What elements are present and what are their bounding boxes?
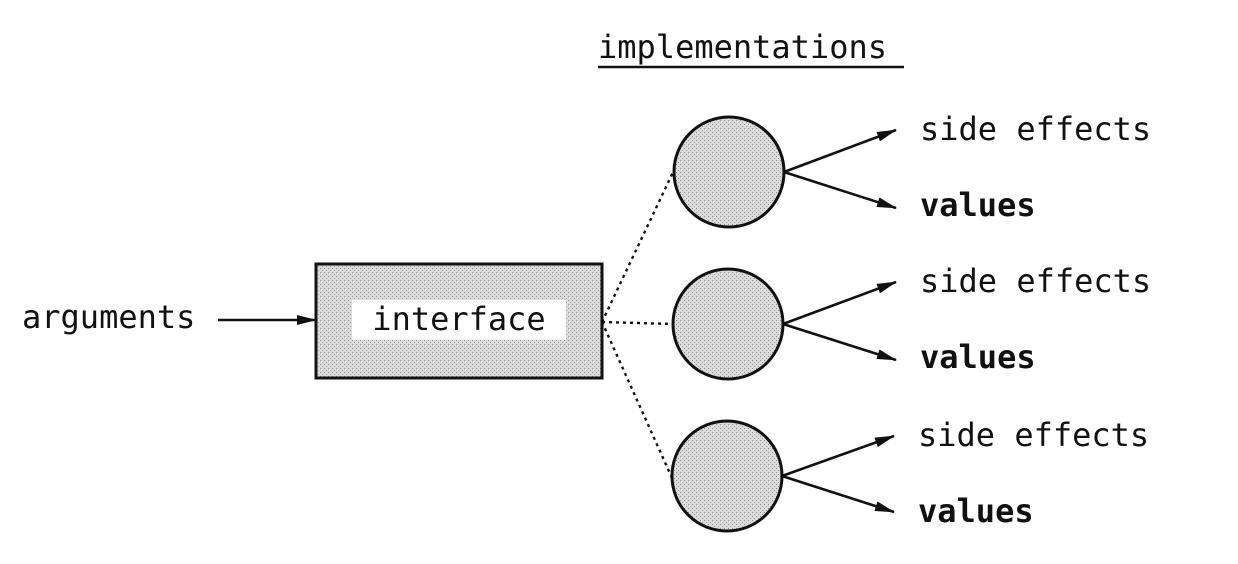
implementation-1-values-label: values <box>920 186 1036 224</box>
implementation-2-side-effects-arrow <box>782 280 897 326</box>
interface-box: interface <box>314 262 604 380</box>
interface-label: interface <box>372 300 545 338</box>
implementation-1-values-arrow <box>783 170 897 210</box>
implementation-3-side-effects-label: side effects <box>918 416 1149 454</box>
implementation-2-values-label: values <box>920 338 1036 376</box>
implementation-2-side-effects-label: side effects <box>920 262 1151 300</box>
connector-implementation-2 <box>601 320 674 326</box>
implementations-heading: implementations <box>598 28 887 66</box>
connector-implementation-3 <box>600 321 674 479</box>
implementation-1-side-effects-label: side effects <box>920 110 1151 148</box>
implementation-1-side-effects-arrow <box>783 128 897 174</box>
implementation-1: side effects values <box>672 110 1151 229</box>
implementation-2: side effects values <box>671 262 1151 381</box>
interface-label-backing <box>352 300 566 340</box>
implementation-1-node <box>672 115 786 229</box>
implementation-3: side effects values <box>670 416 1149 533</box>
implementation-3-side-effects-arrow <box>781 434 895 478</box>
implementation-3-values-label: values <box>918 492 1034 530</box>
connector-implementation-1 <box>600 167 677 323</box>
arguments-label: arguments <box>22 298 195 336</box>
implementation-3-node <box>670 419 784 533</box>
implementation-2-values-arrow <box>782 322 897 362</box>
implementation-2-node <box>671 267 785 381</box>
implementation-3-values-arrow <box>781 474 895 514</box>
